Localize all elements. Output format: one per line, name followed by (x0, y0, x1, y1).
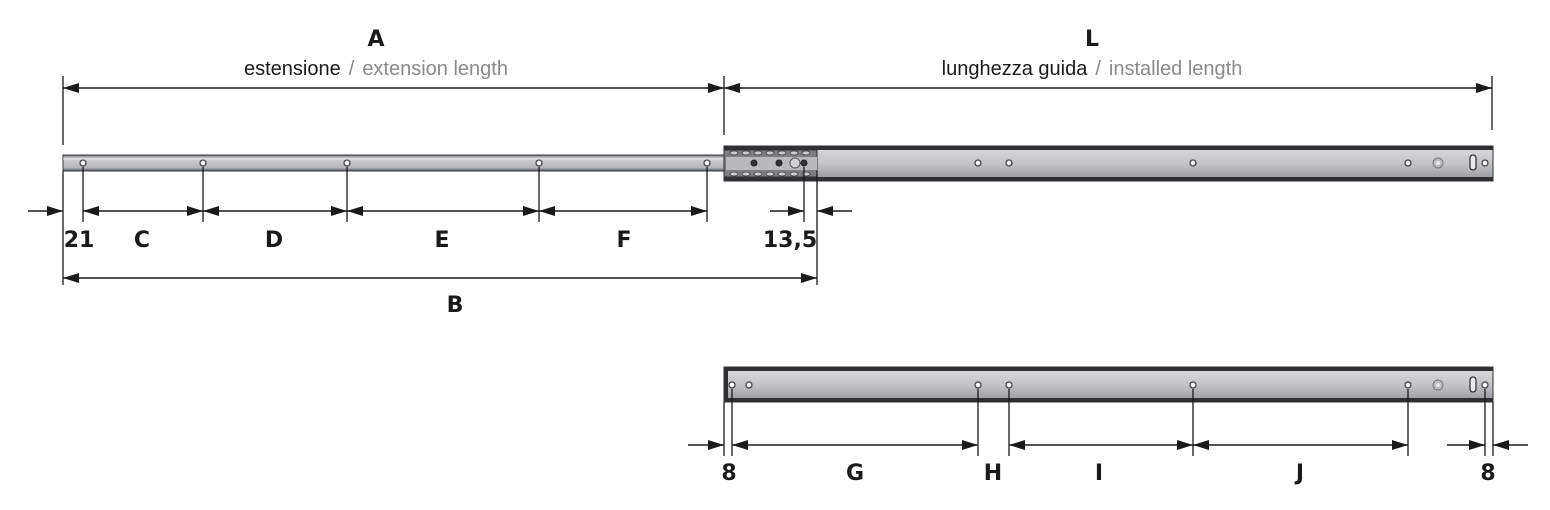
dimension-row-ghij (688, 389, 1528, 456)
dimension-a-l (62, 76, 1493, 145)
extension-length-caption: estensione / extension length (244, 58, 508, 80)
label-l: L (1085, 27, 1099, 52)
label-i: I (1095, 461, 1103, 486)
extended-rail (62, 145, 1494, 182)
label-13-5: 13,5 (763, 228, 817, 253)
label-j: J (1294, 461, 1304, 486)
closed-rail (723, 366, 1494, 403)
label-b: B (447, 293, 464, 318)
label-e: E (434, 228, 449, 253)
label-g: G (846, 461, 864, 486)
label-a: A (367, 27, 384, 52)
label-8-left: 8 (721, 461, 736, 486)
label-h: H (984, 461, 1002, 486)
extension-italian: estensione (244, 58, 341, 80)
caption-separator-2: / (1095, 58, 1101, 80)
installed-english: installed length (1109, 58, 1242, 80)
dimension-row-cdef (28, 167, 852, 285)
dimension-b (63, 273, 817, 283)
caption-separator: / (349, 58, 355, 80)
label-f: F (616, 228, 631, 253)
label-8-right: 8 (1480, 461, 1495, 486)
label-c: C (134, 228, 150, 253)
installed-italian: lunghezza guida (942, 58, 1089, 80)
extension-english: extension length (362, 58, 508, 80)
label-d: D (265, 228, 283, 253)
installed-length-caption: lunghezza guida / installed length (942, 58, 1243, 80)
label-21: 21 (64, 228, 95, 253)
